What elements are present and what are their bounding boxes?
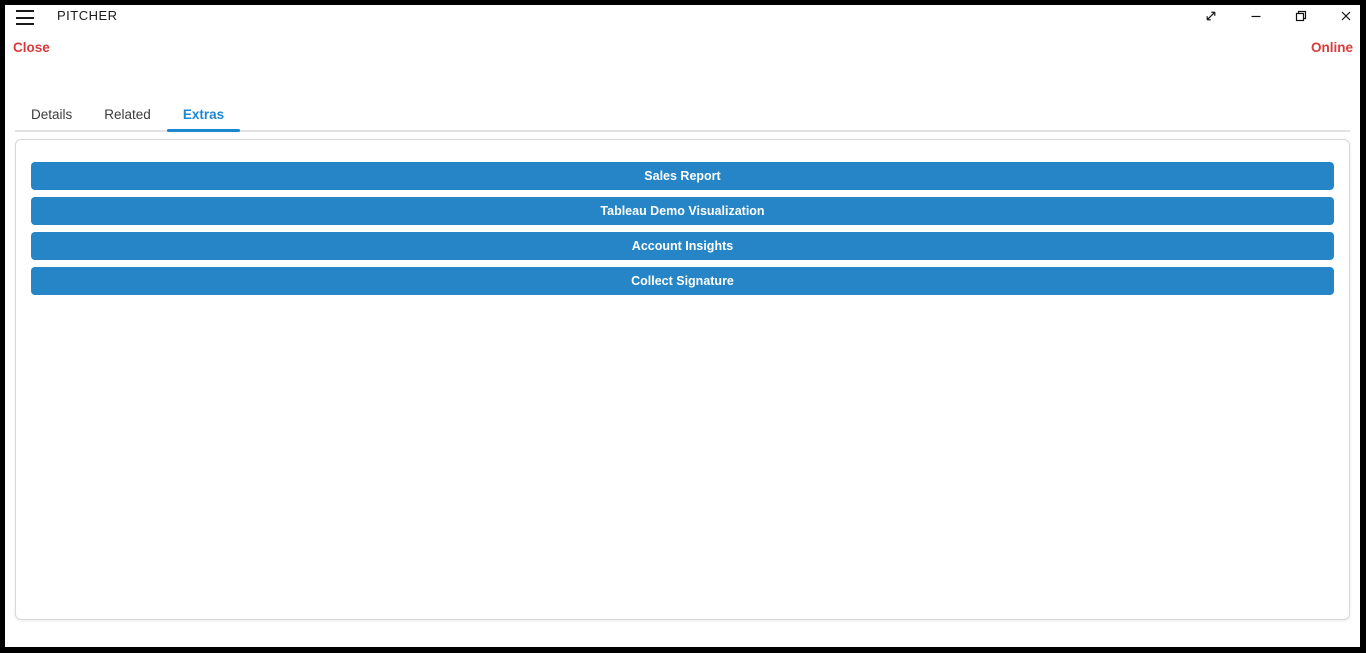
app-title: PITCHER [57, 8, 118, 23]
button-collect-signature[interactable]: Collect Signature [31, 267, 1334, 295]
expand-diagonal-icon[interactable] [1203, 8, 1219, 24]
titlebar: PITCHER [5, 5, 1360, 35]
tab-related[interactable]: Related [104, 107, 151, 122]
tab-bar: Details Related Extras [15, 101, 1350, 132]
menu-icon-bar [16, 23, 34, 25]
close-x-icon[interactable] [1338, 8, 1354, 24]
button-account-insights[interactable]: Account Insights [31, 232, 1334, 260]
menu-icon-bar [16, 16, 34, 19]
tab-extras[interactable]: Extras [166, 101, 241, 132]
menu-icon[interactable] [16, 10, 34, 25]
extras-panel: Sales Report Tableau Demo Visualization … [15, 139, 1350, 620]
tab-details[interactable]: Details [31, 107, 73, 122]
menu-icon-bar [16, 10, 34, 12]
button-tableau-demo-visualization[interactable]: Tableau Demo Visualization [31, 197, 1334, 225]
restore-window-icon[interactable] [1293, 8, 1309, 24]
button-sales-report[interactable]: Sales Report [31, 162, 1334, 190]
minimize-icon[interactable] [1248, 8, 1264, 24]
online-status: Online [1310, 40, 1353, 55]
window-controls [1203, 8, 1354, 24]
close-link[interactable]: Close [13, 40, 50, 55]
